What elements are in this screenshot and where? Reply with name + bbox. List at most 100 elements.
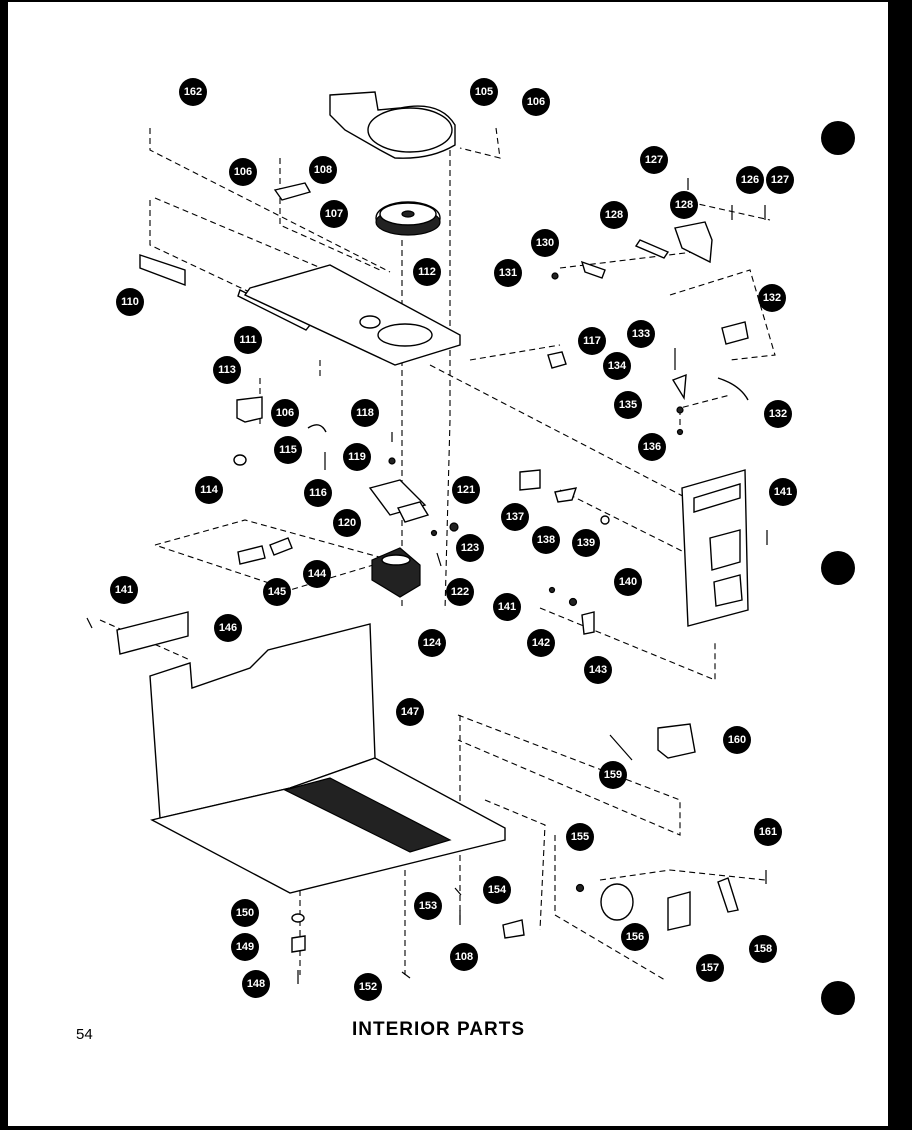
svg-text:148: 148 bbox=[247, 978, 265, 990]
callout-133: 133 bbox=[627, 320, 655, 348]
svg-text:143: 143 bbox=[589, 664, 607, 676]
svg-text:136: 136 bbox=[643, 441, 661, 453]
svg-text:162: 162 bbox=[184, 86, 202, 98]
callout-131: 131 bbox=[494, 259, 522, 287]
callout-126: 126 bbox=[736, 166, 764, 194]
svg-text:123: 123 bbox=[461, 542, 479, 554]
callout-152: 152 bbox=[354, 973, 382, 1001]
page-title: INTERIOR PARTS bbox=[352, 1019, 526, 1040]
svg-text:118: 118 bbox=[356, 407, 374, 419]
callout-136: 136 bbox=[638, 433, 666, 461]
svg-text:106: 106 bbox=[234, 166, 252, 178]
callout-141a: 141 bbox=[769, 478, 797, 506]
callout-159: 159 bbox=[599, 761, 627, 789]
svg-text:150: 150 bbox=[236, 907, 254, 919]
svg-text:124: 124 bbox=[423, 637, 442, 649]
callout-118: 118 bbox=[351, 399, 379, 427]
callout-144: 144 bbox=[303, 560, 331, 588]
svg-text:130: 130 bbox=[536, 237, 554, 249]
callout-154: 154 bbox=[483, 876, 511, 904]
callout-119: 119 bbox=[343, 443, 371, 471]
svg-text:121: 121 bbox=[457, 484, 475, 496]
callout-134: 134 bbox=[603, 352, 631, 380]
callouts: 162 105 106 106 108 107 110 111 112 113 … bbox=[110, 78, 797, 1001]
svg-text:161: 161 bbox=[759, 826, 777, 838]
svg-text:122: 122 bbox=[451, 586, 469, 598]
callout-141b: 141 bbox=[493, 593, 521, 621]
control-panel bbox=[681, 469, 749, 627]
callout-147: 147 bbox=[396, 698, 424, 726]
svg-text:147: 147 bbox=[401, 706, 419, 718]
callout-139: 139 bbox=[572, 529, 600, 557]
callout-158: 158 bbox=[749, 935, 777, 963]
binder-hole-middle bbox=[821, 551, 855, 585]
callout-145: 145 bbox=[263, 578, 291, 606]
callout-143: 143 bbox=[584, 656, 612, 684]
callout-106c: 106 bbox=[271, 399, 299, 427]
svg-text:144: 144 bbox=[308, 568, 327, 580]
callout-114: 114 bbox=[195, 476, 223, 504]
svg-text:131: 131 bbox=[499, 267, 517, 279]
blower-housing bbox=[329, 91, 456, 159]
svg-text:138: 138 bbox=[537, 534, 555, 546]
callout-156: 156 bbox=[621, 923, 649, 951]
callout-120: 120 bbox=[333, 509, 361, 537]
callout-132b: 132 bbox=[764, 400, 792, 428]
callout-108a: 108 bbox=[309, 156, 337, 184]
binder-hole-top bbox=[821, 121, 855, 155]
retainer-strip bbox=[139, 254, 186, 287]
svg-text:133: 133 bbox=[632, 328, 650, 340]
svg-text:141: 141 bbox=[774, 486, 792, 498]
callout-105: 105 bbox=[470, 78, 498, 106]
blower-wheel bbox=[375, 201, 441, 236]
callout-127b: 127 bbox=[766, 166, 794, 194]
svg-text:146: 146 bbox=[219, 622, 237, 634]
svg-text:132: 132 bbox=[763, 292, 781, 304]
svg-text:126: 126 bbox=[741, 174, 759, 186]
svg-text:110: 110 bbox=[121, 296, 139, 308]
svg-text:158: 158 bbox=[754, 943, 772, 955]
blower-mount-plate bbox=[243, 264, 461, 366]
callout-107: 107 bbox=[320, 200, 348, 228]
svg-text:153: 153 bbox=[419, 900, 437, 912]
callout-108b: 108 bbox=[450, 943, 478, 971]
callout-149: 149 bbox=[231, 933, 259, 961]
callout-115: 115 bbox=[274, 436, 302, 464]
svg-text:106: 106 bbox=[527, 96, 545, 108]
callout-111: 111 bbox=[234, 326, 262, 354]
callout-128a: 128 bbox=[670, 191, 698, 219]
callout-122: 122 bbox=[446, 578, 474, 606]
callout-153: 153 bbox=[414, 892, 442, 920]
callout-137: 137 bbox=[501, 503, 529, 531]
cover-panel bbox=[116, 611, 189, 655]
svg-text:106: 106 bbox=[276, 407, 294, 419]
svg-text:108: 108 bbox=[455, 951, 473, 963]
callout-146: 146 bbox=[214, 614, 242, 642]
callout-141c: 141 bbox=[110, 576, 138, 604]
small-hardware bbox=[86, 178, 768, 984]
svg-text:112: 112 bbox=[418, 266, 436, 278]
svg-text:149: 149 bbox=[236, 941, 254, 953]
svg-text:128: 128 bbox=[605, 209, 623, 221]
svg-text:140: 140 bbox=[619, 576, 637, 588]
svg-text:142: 142 bbox=[532, 637, 550, 649]
callout-110: 110 bbox=[116, 288, 144, 316]
callout-160: 160 bbox=[723, 726, 751, 754]
svg-text:156: 156 bbox=[626, 931, 644, 943]
svg-text:141: 141 bbox=[115, 584, 133, 596]
svg-text:141: 141 bbox=[498, 601, 516, 613]
svg-text:127: 127 bbox=[771, 174, 789, 186]
svg-text:137: 137 bbox=[506, 511, 524, 523]
callout-113: 113 bbox=[213, 356, 241, 384]
svg-text:114: 114 bbox=[200, 484, 219, 496]
svg-text:145: 145 bbox=[268, 586, 286, 598]
svg-text:134: 134 bbox=[608, 360, 627, 372]
svg-text:152: 152 bbox=[359, 981, 377, 993]
callout-117: 117 bbox=[578, 327, 606, 355]
callout-161: 161 bbox=[754, 818, 782, 846]
callout-140: 140 bbox=[614, 568, 642, 596]
svg-text:116: 116 bbox=[309, 487, 327, 499]
svg-text:135: 135 bbox=[619, 399, 637, 411]
svg-text:157: 157 bbox=[701, 962, 719, 974]
